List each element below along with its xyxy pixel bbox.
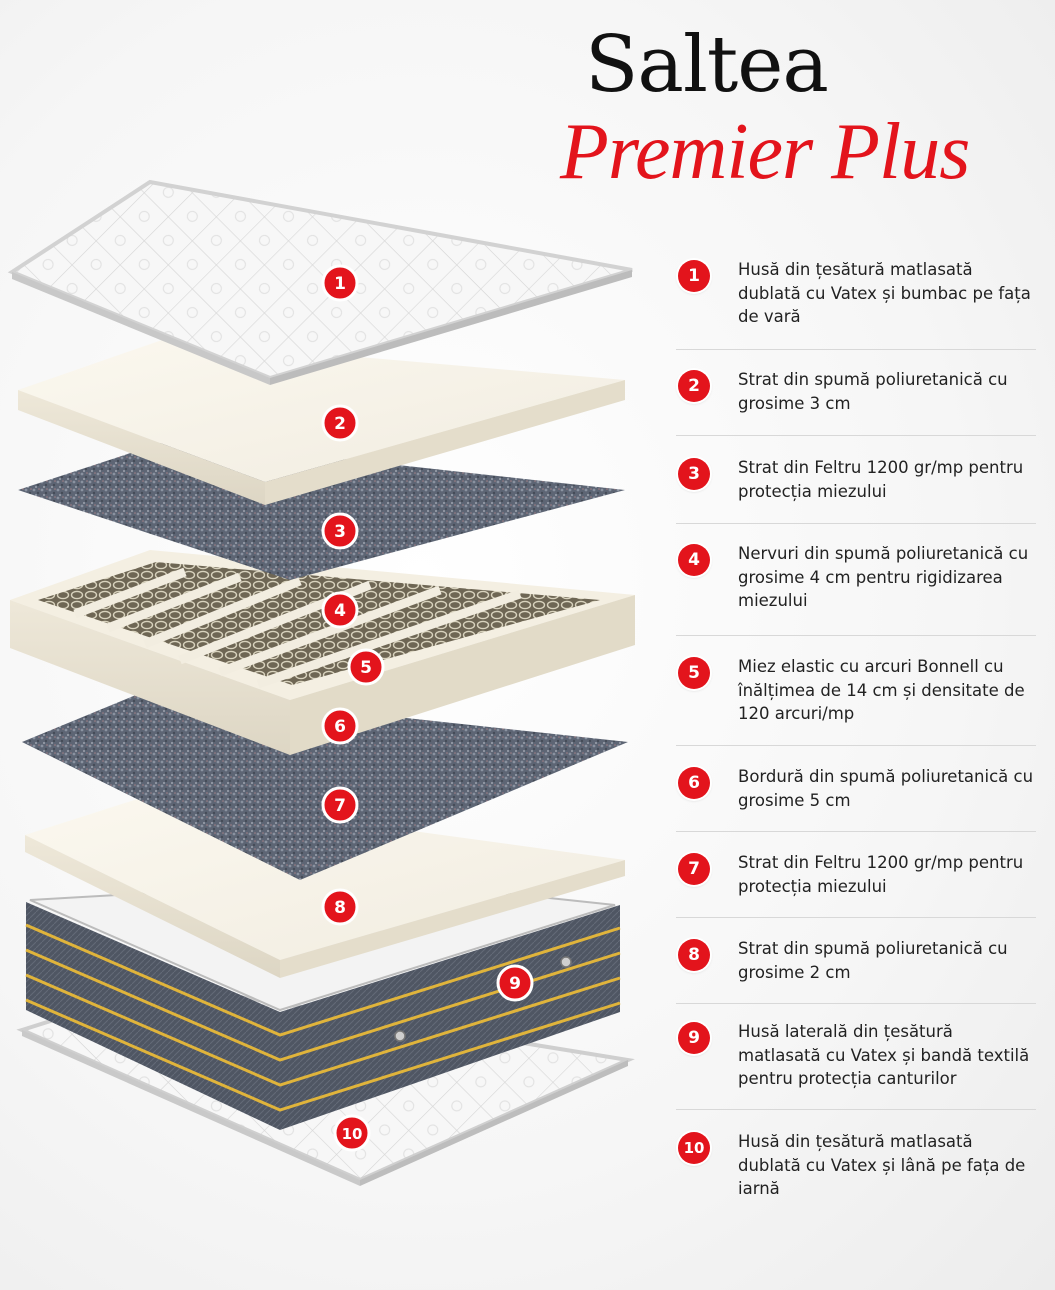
scene-marker-10-label: 10	[342, 1125, 363, 1143]
legend-item-3: 3 Strat din Feltru 1200 gr/mp pentru pro…	[676, 436, 1036, 524]
scene-marker-5-label: 5	[360, 658, 372, 678]
legend-text-5: Miez elastic cu arcuri Bonnell cu înălți…	[738, 657, 1025, 723]
legend-text-6: Bordură din spumă poliuretanică cu grosi…	[738, 767, 1034, 810]
legend-item-9: 9 Husă laterală din țesătură matlasată c…	[676, 1004, 1036, 1110]
scene-marker-8-label: 8	[334, 898, 346, 918]
legend-text-8: Strat din spumă poliuretanică cu grosime…	[738, 939, 1008, 982]
scene-marker-1: 1	[321, 264, 359, 302]
scene-marker-7: 7	[321, 786, 359, 824]
scene-marker-9-label: 9	[509, 974, 521, 994]
legend-text-10: Husă din țesătură matlasată dublată cu V…	[738, 1132, 1026, 1198]
legend-text-3: Strat din Feltru 1200 gr/mp pentru prote…	[738, 458, 1024, 501]
layer-2-foam	[18, 340, 625, 505]
legend-text-7: Strat din Feltru 1200 gr/mp pentru prote…	[738, 853, 1024, 896]
legend-badge-2: 2	[678, 370, 710, 402]
legend-item-10: 10 Husă din țesătură matlasată dublată c…	[676, 1110, 1036, 1210]
title-block: Saltea Premier Plus	[560, 20, 1050, 194]
scene-marker-10: 10	[333, 1114, 371, 1152]
scene-marker-4-label: 4	[334, 601, 346, 621]
scene-marker-1-label: 1	[334, 274, 346, 294]
title-line-2: Premier Plus	[560, 108, 970, 196]
legend-text-2: Strat din spumă poliuretanică cu grosime…	[738, 370, 1008, 413]
legend-item-5: 5 Miez elastic cu arcuri Bonnell cu înăl…	[676, 636, 1036, 746]
layer-legend: 1 Husă din țesătură matlasată dublată cu…	[676, 258, 1036, 1210]
scene-marker-8: 8	[321, 888, 359, 926]
mattress-exploded-view: 1 2 3 4 5 6 7 8 9 10	[0, 170, 660, 1290]
legend-item-8: 8 Strat din spumă poliuretanică cu grosi…	[676, 918, 1036, 1004]
scene-marker-7-label: 7	[334, 796, 346, 816]
legend-item-7: 7 Strat din Feltru 1200 gr/mp pentru pro…	[676, 832, 1036, 918]
scene-marker-3: 3	[321, 512, 359, 550]
layer-3-felt	[18, 440, 625, 580]
scene-marker-3-label: 3	[334, 522, 346, 542]
title-line-1: Saltea	[585, 20, 829, 110]
scene-marker-9: 9	[496, 964, 534, 1002]
legend-badge-10: 10	[678, 1132, 710, 1164]
legend-badge-4: 4	[678, 544, 710, 576]
legend-item-1: 1 Husă din țesătură matlasată dublată cu…	[676, 258, 1036, 350]
scene-markers: 1 2 3 4 5 6 7 8 9 10	[321, 264, 534, 1152]
legend-badge-9: 9	[678, 1022, 710, 1054]
scene-marker-6: 6	[321, 707, 359, 745]
legend-text-9: Husă laterală din țesătură matlasată cu …	[738, 1022, 1030, 1088]
scene-marker-4: 4	[321, 591, 359, 629]
scene-marker-6-label: 6	[334, 717, 346, 737]
layer-4-5-6-spring-unit	[10, 550, 635, 755]
legend-badge-8: 8	[678, 939, 710, 971]
legend-text-1: Husă din țesătură matlasată dublată cu V…	[738, 260, 1031, 326]
layer-8-foam	[25, 795, 625, 978]
legend-item-2: 2 Strat din spumă poliuretanică cu grosi…	[676, 350, 1036, 436]
legend-badge-6: 6	[678, 767, 710, 799]
scene-marker-2: 2	[321, 404, 359, 442]
legend-badge-7: 7	[678, 853, 710, 885]
legend-badge-5: 5	[678, 657, 710, 689]
legend-text-4: Nervuri din spumă poliuretanică cu grosi…	[738, 544, 1029, 610]
legend-item-6: 6 Bordură din spumă poliuretanică cu gro…	[676, 746, 1036, 832]
scene-marker-2-label: 2	[334, 414, 346, 434]
layer-7-felt	[22, 690, 628, 880]
legend-badge-1: 1	[678, 260, 710, 292]
legend-badge-3: 3	[678, 458, 710, 490]
scene-marker-5: 5	[347, 648, 385, 686]
legend-item-4: 4 Nervuri din spumă poliuretanică cu gro…	[676, 524, 1036, 636]
